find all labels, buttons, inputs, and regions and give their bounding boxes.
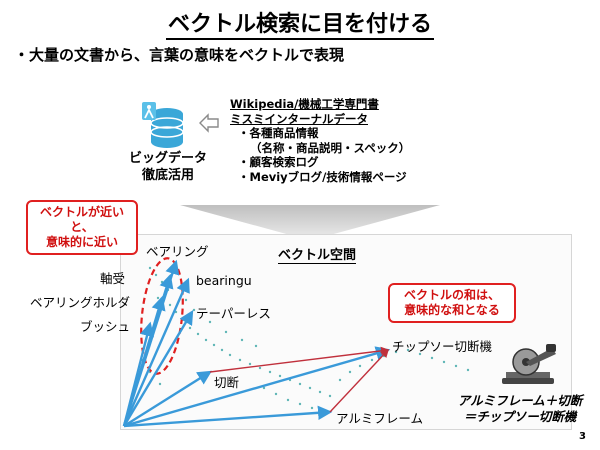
- slide-title: ベクトル検索に目を付ける: [0, 6, 600, 40]
- arrow-left-icon: [199, 113, 219, 133]
- source-item-products-detail: （名称・商品説明・スペック）: [250, 140, 411, 155]
- source-item-blog: ・Meviyブログ/技術情報ページ: [238, 169, 407, 184]
- word-alumi-frame: アルミフレーム: [336, 411, 424, 426]
- chop-saw-icon: [502, 344, 556, 384]
- callout-sum-line1: ベクトルの和は、: [403, 288, 500, 302]
- page-number: 3: [579, 431, 586, 442]
- word-taperless: テーパーレス: [196, 306, 271, 321]
- vector-space-label: ベクトル空間: [278, 248, 357, 264]
- source-item-search-logs: ・顧客検索ログ: [238, 155, 319, 169]
- word-jikuuke: 軸受: [100, 271, 126, 286]
- bigdata-label: ビッグデータ 徹底活用: [118, 150, 218, 184]
- callout-near-line2: 意味的に近い: [45, 235, 118, 249]
- word-bearing: ベアリング: [146, 244, 209, 259]
- source-title-wikipedia: Wikipedia/機械工学専門書: [230, 97, 379, 111]
- word-chipsaw-cutter: チップソー切断機: [392, 339, 493, 354]
- word-bearingu: bearingu: [196, 273, 252, 288]
- source-title-misumi: ミスミインターナルデータ: [230, 111, 368, 126]
- source-item-products: ・各種商品情報: [238, 126, 319, 140]
- result-line1: アルミフレーム＋切断: [457, 393, 583, 408]
- bigdata-line1: ビッグデータ: [128, 151, 207, 166]
- word-setsudan: 切断: [214, 375, 240, 390]
- vector-sum-result: アルミフレーム＋切断 ＝チップソー切断機: [450, 393, 590, 425]
- bullet-text: ・大量の文書から、言葉の意味をベクトルで表現: [14, 46, 345, 64]
- funnel-arrow: [180, 205, 440, 235]
- callout-near-vectors: ベクトルが近いと、 意味的に近い: [26, 200, 138, 255]
- callout-sum-line2: 意味的な和となる: [404, 303, 500, 317]
- word-bush: ブッシュ: [80, 319, 131, 334]
- data-sources-list: Wikipedia/機械工学専門書 ミスミインターナルデータ ・各種商品情報 （…: [230, 97, 410, 184]
- database-icon: [142, 102, 184, 148]
- callout-vector-sum: ベクトルの和は、 意味的な和となる: [388, 283, 516, 323]
- callout-near-line1: ベクトルが近いと、: [39, 205, 124, 234]
- word-bearing-holder: ベアリングホルダ: [30, 295, 131, 310]
- bigdata-line2: 徹底活用: [141, 168, 194, 183]
- result-line2: ＝チップソー切断機: [463, 409, 577, 424]
